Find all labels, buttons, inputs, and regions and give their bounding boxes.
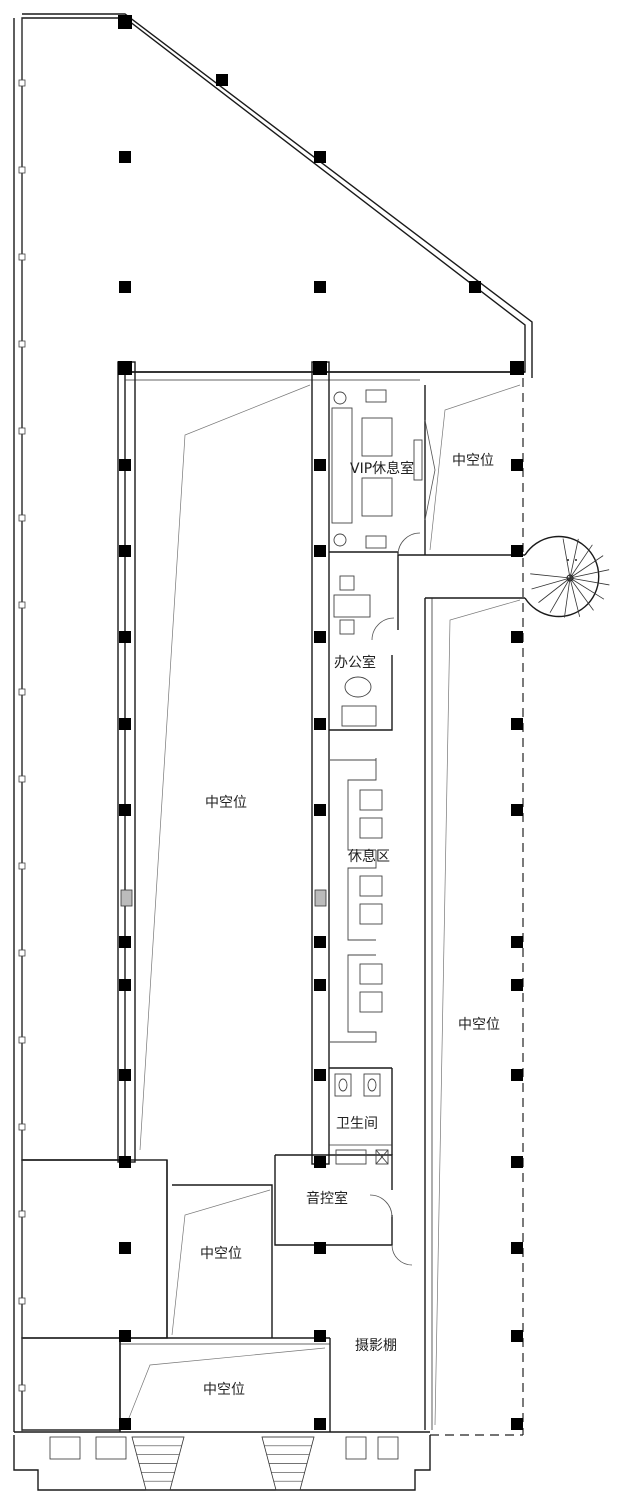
column [119,804,131,816]
column [118,15,132,29]
column [314,936,326,948]
column [511,718,523,730]
label-studio: 摄影棚 [355,1338,397,1354]
label-void-bottom: 中空位 [203,1382,245,1398]
column [510,361,524,375]
column [511,459,523,471]
column [119,631,131,643]
lower-partitions [119,1154,393,1432]
column [511,979,523,991]
wall-marker [18,775,26,783]
column [119,281,131,293]
wall-marker [18,862,26,870]
column [314,979,326,991]
column [511,545,523,557]
structural-columns [118,15,524,1430]
label-void-top-right: 中空位 [452,453,494,469]
column [314,718,326,730]
column [314,459,326,471]
hatched-slab-top [21,17,526,1161]
column [314,1242,326,1254]
label-restroom: 卫生间 [336,1116,378,1132]
column [119,979,131,991]
wall-marker [18,688,26,696]
column [469,281,481,293]
column [511,804,523,816]
restroom-fixtures [334,1073,389,1165]
label-office: 办公室 [334,654,376,671]
void-diagonals [124,384,521,1429]
office-furniture [333,575,395,727]
middle-strip-partitions [329,551,399,1155]
vip-lounge-furniture [331,389,436,556]
column [314,804,326,816]
column [118,361,132,375]
column [314,1330,326,1342]
column [511,1242,523,1254]
column [314,631,326,643]
column [314,151,326,163]
label-control-room: 音控室 [306,1190,348,1207]
wall-marker [18,514,26,522]
column [119,459,131,471]
wall-markers [18,79,327,1392]
label-void-right: 中空位 [458,1017,500,1033]
column [119,151,131,163]
column [314,545,326,557]
column [511,631,523,643]
room-labels: VIP休息室 中空位 办公室 中空位 休息区 中空位 卫生间 音控室 中空位 摄… [200,453,500,1398]
column [119,936,131,948]
hatched-slab-bottom-left [21,1159,168,1431]
outer-walls [13,13,533,1433]
wall-marker [18,1384,26,1392]
column [119,1242,131,1254]
column [511,1418,523,1430]
wall-marker [18,1123,26,1131]
wall-marker [18,1036,26,1044]
entrance-steps [13,1435,431,1491]
rest-area-booths [330,758,383,1043]
column [313,361,327,375]
wall-marker [18,79,26,87]
label-void-main: 中空位 [205,795,247,811]
spiral-staircase-icon[interactable] [524,535,610,618]
control-room-door [369,1194,413,1266]
column [216,74,228,86]
column [119,1069,131,1081]
column [314,1418,326,1430]
label-vip-lounge: VIP休息室 [350,460,414,477]
column [119,718,131,730]
label-void-lower-mid: 中空位 [200,1246,242,1262]
column [119,1156,131,1168]
wall-marker [18,427,26,435]
column [314,1069,326,1081]
wall-marker [18,601,26,609]
column [119,545,131,557]
column [119,1330,131,1342]
label-rest-area: 休息区 [348,848,390,865]
wall-marker [18,253,26,261]
wall-marker [18,166,26,174]
column [314,1156,326,1168]
dashed-glazing-edge [430,378,524,1436]
wall-marker [18,949,26,957]
wall-marker [18,340,26,348]
column [511,1156,523,1168]
column [511,1330,523,1342]
column [511,936,523,948]
column [511,1069,523,1081]
wall-marker [18,1210,26,1218]
column [119,1418,131,1430]
wall-marker [18,1297,26,1305]
column [314,281,326,293]
